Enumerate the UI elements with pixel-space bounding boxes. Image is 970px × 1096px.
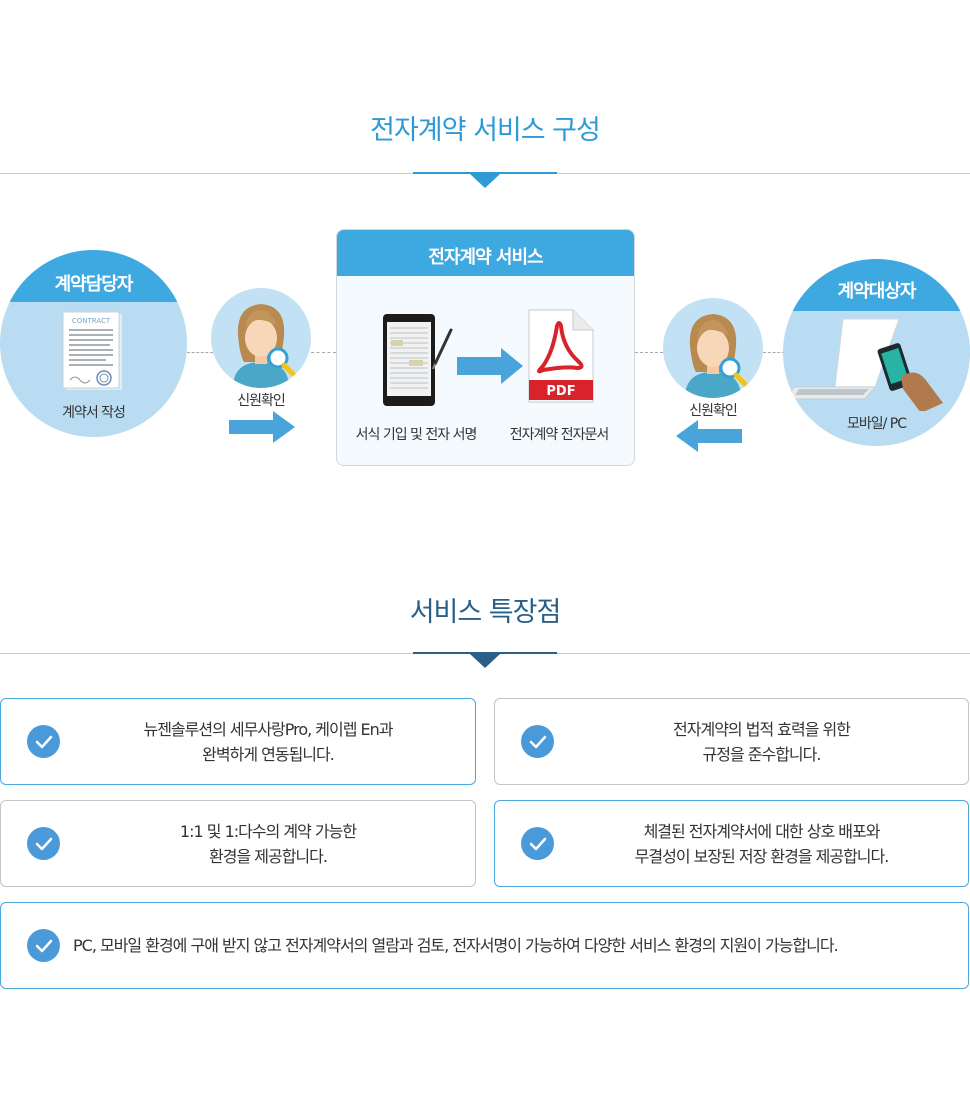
- identity-check-label-right: 신원확인: [689, 403, 738, 419]
- identity-check-person-left: [211, 288, 311, 388]
- feature-line: 체결된 전자계약서에 대한 상호 배포와: [643, 822, 881, 841]
- feature-line: 전자계약의 법적 효력을 위한: [673, 720, 851, 739]
- section-title-composition: 전자계약 서비스 구성: [370, 115, 601, 146]
- arrow-right-icon: [457, 348, 523, 384]
- feature-text: 1:1 및 1:다수의 계약 가능한 환경을 제공합니다.: [71, 819, 465, 869]
- check-circle-icon: [521, 827, 554, 860]
- identity-check-label-left: 신원확인: [237, 393, 286, 409]
- connector-line: [763, 352, 785, 353]
- arrow-right-icon: [229, 411, 295, 443]
- contract-manager-node: 계약담당자 CONTRACT 계약서 작성: [0, 250, 187, 437]
- feature-card-storage: 체결된 전자계약서에 대한 상호 배포와 무결성이 보장된 저장 환경을 제공합…: [494, 800, 969, 887]
- feature-line: 규정을 준수합니다.: [702, 745, 822, 764]
- connector-line: [311, 352, 336, 353]
- triangle-down-icon: [470, 174, 500, 188]
- contract-manager-title: 계약담당자: [0, 250, 187, 302]
- identity-check-person-right: [663, 298, 763, 398]
- form-sign-label: 서식 기입 및 전자 서명: [355, 427, 478, 443]
- contract-manager-label: 계약서 작성: [62, 405, 126, 421]
- contract-counterparty-node: 계약대상자 모바일/ PC: [783, 259, 970, 446]
- triangle-down-icon: [470, 654, 500, 668]
- feature-line: 환경을 제공합니다.: [209, 847, 328, 866]
- feature-card-integration: 뉴젠솔루션의 세무사랑Pro, 케이렙 En과 완벽하게 연동됩니다.: [0, 698, 476, 785]
- connector-line: [635, 352, 663, 353]
- connector-line: [187, 352, 213, 353]
- pdf-file-icon: PDF: [528, 309, 594, 403]
- feature-card-multi-platform: PC, 모바일 환경에 구애 받지 않고 전자계약서의 열람과 검토, 전자서명…: [0, 902, 969, 989]
- laptop-mobile-icon: [788, 318, 943, 411]
- title-underline: [413, 172, 557, 174]
- pdf-text: PDF: [546, 384, 575, 399]
- feature-line: 뉴젠솔루션의 세무사랑Pro, 케이렙 En과: [143, 720, 393, 739]
- check-circle-icon: [27, 827, 60, 860]
- person-search-icon: [685, 314, 748, 398]
- feature-text: 뉴젠솔루션의 세무사랑Pro, 케이렙 En과 완벽하게 연동됩니다.: [71, 717, 465, 767]
- contract-counterparty-label: 모바일/ PC: [846, 416, 907, 432]
- section-title-features: 서비스 특장점: [409, 597, 562, 628]
- check-circle-icon: [27, 929, 60, 962]
- arrow-left-icon: [676, 420, 742, 452]
- feature-text: 전자계약의 법적 효력을 위한 규정을 준수합니다.: [565, 717, 958, 767]
- tablet-signing-icon: [383, 314, 453, 406]
- e-document-label: 전자계약 전자문서: [509, 427, 610, 443]
- check-circle-icon: [27, 725, 60, 758]
- e-contract-service-box: 전자계약 서비스 PDF 서식 기입 및 전자 서명 전자계약 전자문서: [336, 229, 635, 466]
- feature-line: 1:1 및 1:다수의 계약 가능한: [179, 822, 357, 841]
- check-circle-icon: [521, 725, 554, 758]
- contract-document-icon: CONTRACT: [62, 311, 122, 390]
- feature-line: 무결성이 보장된 저장 환경을 제공합니다.: [634, 847, 890, 866]
- feature-line: 완벽하게 연동됩니다.: [202, 745, 335, 764]
- feature-card-multi-party: 1:1 및 1:다수의 계약 가능한 환경을 제공합니다.: [0, 800, 476, 887]
- contract-counterparty-title: 계약대상자: [783, 259, 970, 311]
- feature-text: 체결된 전자계약서에 대한 상호 배포와 무결성이 보장된 저장 환경을 제공합…: [565, 819, 958, 869]
- title-underline: [413, 652, 557, 654]
- feature-text: PC, 모바일 환경에 구애 받지 않고 전자계약서의 열람과 검토, 전자서명…: [73, 936, 839, 955]
- service-box-title: 전자계약 서비스: [337, 230, 634, 276]
- feature-card-legal: 전자계약의 법적 효력을 위한 규정을 준수합니다.: [494, 698, 969, 785]
- contract-doc-text: CONTRACT: [72, 317, 111, 325]
- person-search-icon: [233, 304, 296, 388]
